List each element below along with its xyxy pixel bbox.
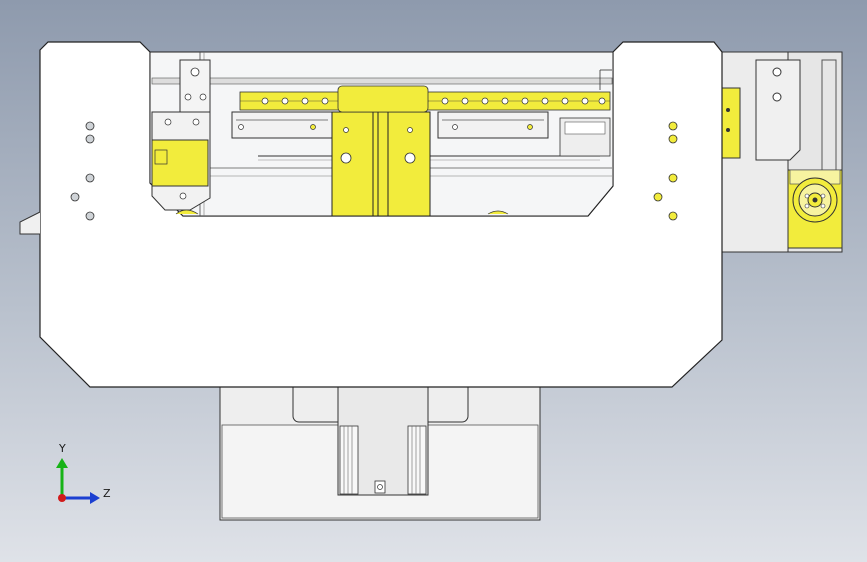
center-slider-block	[331, 85, 431, 217]
lower-housing	[219, 379, 541, 521]
triad-origin	[58, 494, 66, 502]
motor-clamp	[559, 69, 612, 157]
right-bracket	[719, 59, 801, 161]
triad-y-label: Y	[59, 442, 66, 455]
left-bracket	[151, 59, 509, 215]
triad-y-arrow	[56, 458, 68, 468]
triad-z-arrow	[90, 492, 100, 504]
linear-rail-left	[231, 111, 333, 139]
left-mount-holes	[70, 121, 95, 221]
triad-z-label: Z	[103, 487, 111, 500]
coordinate-triad	[56, 458, 100, 504]
linear-rail-right	[437, 111, 549, 139]
left-side-tab	[19, 211, 41, 235]
right-pulley	[792, 177, 838, 223]
right-mount-holes	[653, 121, 678, 221]
